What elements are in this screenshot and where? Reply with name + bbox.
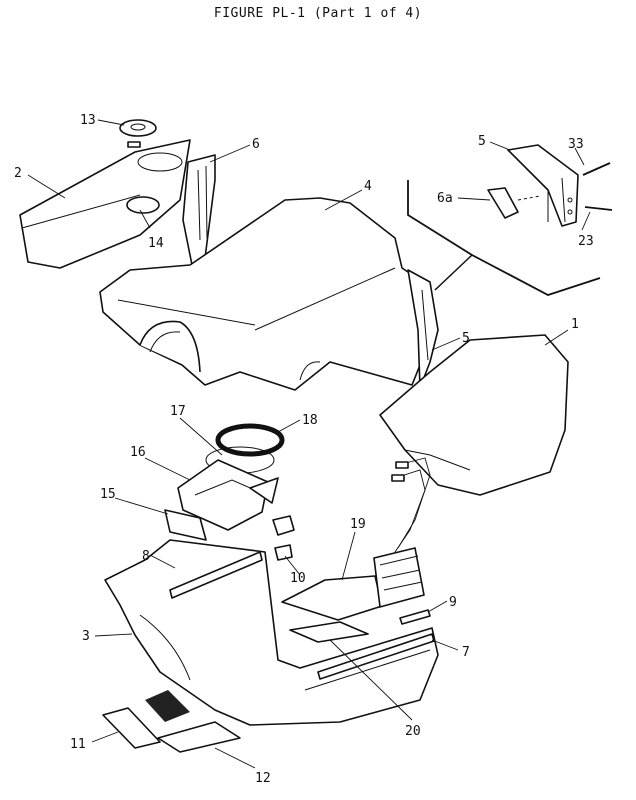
part-9-trim bbox=[399, 609, 431, 625]
callout-2: 2 bbox=[14, 166, 22, 181]
part-20-plate bbox=[289, 621, 369, 643]
callout-16: 16 bbox=[130, 445, 146, 460]
callout-9: 9 bbox=[449, 595, 457, 610]
figure-title: FIGURE PL-1 (Part 1 of 4) bbox=[213, 6, 423, 21]
callout-23: 23 bbox=[578, 234, 594, 249]
callout-12: 12 bbox=[255, 771, 271, 786]
part-23-screw bbox=[584, 206, 613, 211]
callout-1: 1 bbox=[571, 317, 579, 332]
callout-labels: 13 2 14 6 4 5 33 6a 23 5 1 17 18 16 15 1… bbox=[14, 113, 594, 786]
callout-33: 33 bbox=[568, 137, 584, 152]
part-19-tray bbox=[281, 547, 425, 621]
frame-strut bbox=[434, 254, 473, 291]
callout-5-lower: 5 bbox=[462, 331, 470, 346]
callout-18: 18 bbox=[302, 413, 318, 428]
part-6a-guide bbox=[517, 195, 541, 201]
callout-14: 14 bbox=[148, 236, 164, 251]
callout-20: 20 bbox=[405, 724, 421, 739]
part-15-bracket bbox=[164, 509, 207, 541]
part-6-pillar bbox=[182, 154, 216, 266]
cable-harness bbox=[391, 457, 431, 553]
leader-lines bbox=[27, 119, 591, 769]
callout-6: 6 bbox=[252, 137, 260, 152]
part-18-ring bbox=[215, 423, 285, 457]
part-1-cushion bbox=[379, 334, 569, 496]
callout-17: 17 bbox=[170, 404, 186, 419]
part-10-clip bbox=[274, 544, 293, 561]
part-12-grille bbox=[157, 721, 241, 753]
part-5-bracket bbox=[507, 144, 579, 227]
part-6a-bracket bbox=[487, 187, 519, 219]
callout-19: 19 bbox=[350, 517, 366, 532]
part-11-grille bbox=[102, 707, 161, 749]
part-2-panel bbox=[19, 139, 191, 269]
callout-5-upper: 5 bbox=[478, 134, 486, 149]
clip-part bbox=[272, 515, 295, 536]
grille-insert bbox=[145, 690, 190, 722]
part-4-cab-shell bbox=[99, 197, 429, 391]
callout-13: 13 bbox=[80, 113, 96, 128]
part-14-seal bbox=[126, 196, 160, 214]
callout-11: 11 bbox=[70, 737, 86, 752]
part-33-screw bbox=[582, 162, 611, 176]
callout-7: 7 bbox=[462, 645, 470, 660]
part-8-strip bbox=[169, 551, 263, 599]
callout-8: 8 bbox=[142, 549, 150, 564]
part-5-pillar bbox=[407, 269, 439, 389]
part-16-housing bbox=[177, 459, 279, 531]
callout-6a: 6a bbox=[437, 191, 453, 206]
callout-10: 10 bbox=[290, 571, 306, 586]
part-13-disc bbox=[119, 119, 157, 148]
callout-4: 4 bbox=[364, 179, 372, 194]
callout-15: 15 bbox=[100, 487, 116, 502]
callout-3: 3 bbox=[82, 629, 90, 644]
